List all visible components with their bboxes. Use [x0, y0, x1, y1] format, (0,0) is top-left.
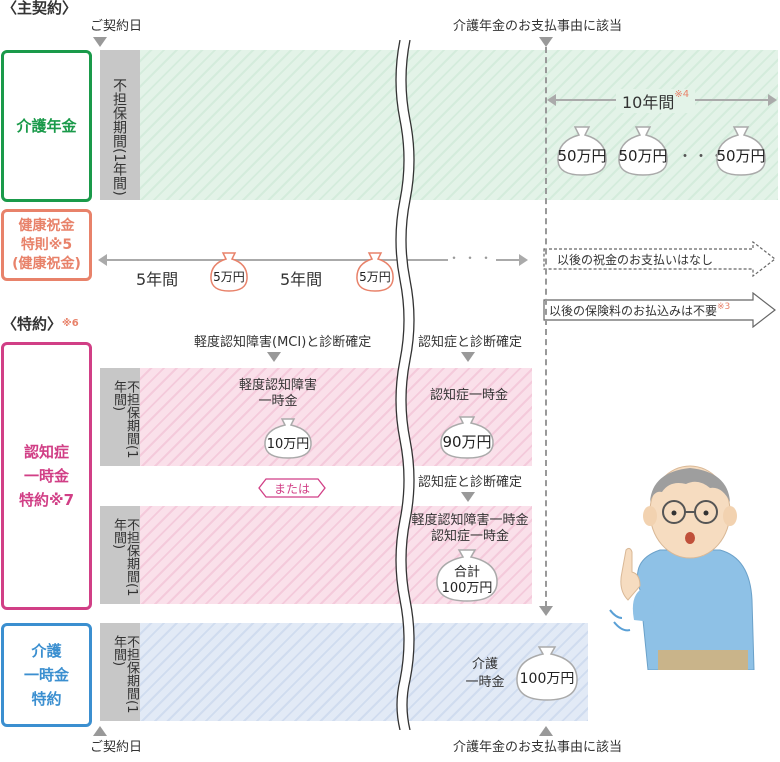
kenko-arrow-left	[98, 254, 107, 266]
combined-benefit-label: 軽度認知障害一時金 認知症一時金	[411, 513, 529, 544]
event-top-label: 介護年金のお支払事由に該当	[453, 19, 623, 34]
event-bottom-marker	[539, 726, 553, 736]
bag-dots: ・・・	[678, 149, 726, 165]
mci-bag: 10万円	[262, 416, 314, 460]
mci-bag-amount: 10万円	[266, 436, 310, 452]
elderly-man-illustration	[609, 465, 755, 670]
dem-bag-amount: 90万円	[442, 432, 492, 451]
mci-benefit-label: 軽度認知障害 一時金	[238, 378, 317, 409]
money-bag-1: 50万円	[555, 121, 609, 177]
mci-event-marker	[267, 352, 281, 362]
ninchi-label: 認知症 一時金 特約※7	[1, 342, 92, 610]
ten-year-label: 10年間※4	[616, 89, 696, 113]
kenko-bag-1: 5万円	[208, 249, 250, 293]
mci-event-label: 軽度認知障害(MCI)と診断確定	[194, 335, 372, 350]
money-bag-3: 50万円	[714, 121, 768, 177]
kenko-bag-2-amount: 5万円	[359, 269, 391, 284]
kenko-arrow-right	[519, 254, 528, 266]
timeline-break	[395, 40, 415, 730]
main-contract-heading: 〈主契約〉	[2, 0, 78, 17]
ten-year-span-arrow-left	[547, 94, 556, 106]
ten-year-span-arrow-right	[768, 94, 777, 106]
money-bag-2-amount: 50万円	[618, 146, 668, 165]
or-tag: または	[258, 478, 326, 498]
contract-day-top-label: ご契約日	[90, 19, 143, 34]
kenko-label: 健康祝金 特則※5 (健康祝金)	[1, 209, 92, 281]
dem-bag: 90万円	[438, 414, 496, 460]
event-top-marker	[539, 37, 553, 47]
combined-bag: 合計 100万円	[434, 547, 500, 603]
kaigo-nenkin-bar	[140, 50, 778, 200]
rider-heading-note: ※6	[62, 318, 79, 329]
notice-no-premium-note: ※3	[717, 302, 731, 312]
ninchi-exempt-a-text: 不担保期間(1年間)	[111, 380, 139, 459]
rider-heading-text: 〈特約〉	[2, 315, 63, 333]
kaigo-ichiji-exempt-text: 不担保期間(1年間)	[111, 635, 139, 714]
contract-day-top-marker	[93, 37, 107, 47]
kenko-dots: ・・・	[448, 249, 497, 266]
ninchi-exempt-b-text: 不担保期間(1年間)	[111, 518, 139, 597]
notice-no-premium-text: 以後の保険料のお払込みは不要	[549, 304, 718, 318]
dem-benefit-label: 認知症一時金	[430, 388, 509, 403]
kaigo-ichiji-bag: 100万円	[514, 644, 580, 702]
kaigo-ichiji-benefit-label: 介護 一時金	[465, 657, 505, 690]
kaigo-nenkin-exempt-text: 不担保期間(1年間)	[111, 78, 127, 196]
kaigo-ichiji-bar	[140, 623, 588, 721]
kenko-span1: 5年間	[136, 270, 179, 289]
event-line-arrowhead	[539, 606, 553, 616]
kaigo-nenkin-label: 介護年金	[1, 50, 92, 202]
dem-event2-label: 認知症と診断確定	[418, 475, 523, 490]
notice-no-more-bonus: 以後の祝金のお支払いはなし	[543, 241, 776, 277]
money-bag-2: 50万円	[616, 121, 670, 177]
money-bag-3-amount: 50万円	[716, 146, 766, 165]
notice-no-premium: 以後の保険料のお払込みは不要※3	[543, 292, 778, 328]
kaigo-ichiji-bag-amount: 100万円	[519, 671, 575, 687]
event-bottom-label: 介護年金のお支払事由に該当	[453, 740, 623, 755]
notice-no-premium-label: 以後の保険料のお払込みは不要※3	[549, 302, 730, 319]
dem-event-label: 認知症と診断確定	[418, 335, 523, 350]
dem-event-marker	[461, 352, 475, 362]
notice-no-more-bonus-text: 以後の祝金のお支払いはなし	[557, 253, 714, 267]
kaigo-ichiji-label: 介護 一時金 特約	[1, 623, 92, 727]
kenko-bag-1-amount: 5万円	[213, 269, 245, 284]
kenko-timeline	[104, 259, 524, 261]
kenko-bag-2: 5万円	[354, 249, 396, 293]
ten-year-note: ※4	[674, 89, 690, 100]
contract-day-bottom-label: ご契約日	[90, 740, 143, 755]
ten-year-text: 10年間	[622, 93, 675, 112]
dem-event2-marker	[461, 492, 475, 502]
money-bag-1-amount: 50万円	[557, 146, 607, 165]
ninchi-exempt-a: 不担保期間(1年間)	[100, 368, 140, 466]
kaigo-ichiji-exempt: 不担保期間(1年間)	[100, 623, 140, 721]
contract-day-bottom-marker	[93, 726, 107, 736]
event-line	[545, 47, 547, 607]
rider-heading: 〈特約〉※6	[2, 316, 79, 332]
kenko-span2: 5年間	[280, 270, 323, 289]
or-tag-text: または	[273, 482, 310, 496]
ninchi-exempt-b: 不担保期間(1年間)	[100, 506, 140, 604]
combined-bag-amount: 合計 100万円	[441, 565, 493, 596]
kaigo-nenkin-exempt-period: 不担保期間(1年間)	[100, 50, 140, 200]
